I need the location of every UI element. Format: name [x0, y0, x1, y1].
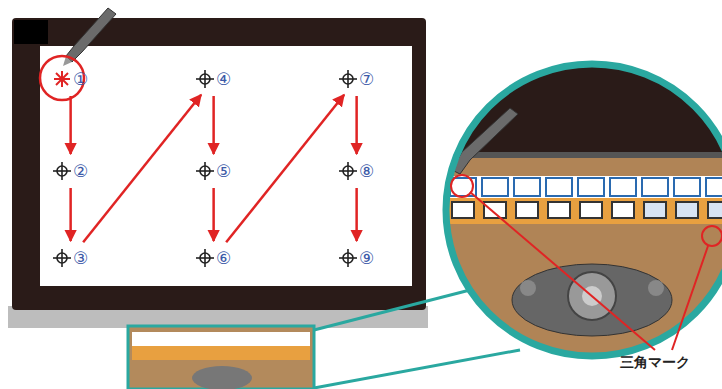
calibration-target: ⑧: [336, 160, 377, 182]
leader-line: [672, 246, 708, 350]
target-number: ④: [216, 71, 231, 88]
crosshair: [53, 70, 71, 88]
crosshair: [53, 249, 71, 267]
crosshair: [53, 162, 71, 180]
crosshair: [339, 249, 357, 267]
order-arrow: [226, 95, 344, 243]
crosshair: [339, 162, 357, 180]
calibration-target: ⑨: [336, 247, 377, 269]
order-arrow: [355, 188, 358, 241]
target-number: ⑧: [359, 163, 374, 180]
callout-label: 三角マーク: [620, 354, 690, 372]
zoom-line: [314, 290, 470, 330]
target-number: ⑤: [216, 163, 231, 180]
calibration-target: ⑥: [193, 247, 234, 269]
target-number: ⑨: [359, 250, 374, 267]
order-arrow: [355, 96, 358, 154]
zoom-line: [314, 350, 520, 388]
target-number: ③: [73, 250, 88, 267]
crosshair: [196, 70, 214, 88]
order-arrow: [69, 96, 72, 154]
toolbar-inset: [128, 326, 314, 389]
frame-corner: [14, 20, 48, 44]
calibration-target: ⑤: [193, 160, 234, 182]
order-arrow: [212, 188, 215, 241]
target-number: ②: [73, 163, 88, 180]
calibration-target: ④: [193, 68, 234, 90]
target-number: ⑥: [216, 250, 231, 267]
crosshair: [196, 249, 214, 267]
crosshair: [196, 162, 214, 180]
order-arrow: [212, 96, 215, 154]
calibration-target: ①: [50, 68, 91, 90]
magnified-view: [440, 60, 722, 360]
calibration-target: ③: [50, 247, 91, 269]
magnifier-ring: [446, 64, 722, 356]
calibration-target: ⑦: [336, 68, 377, 90]
target-number: ①: [73, 71, 88, 88]
tablet-screen: [40, 46, 412, 286]
order-arrow: [69, 188, 72, 241]
target-number: ⑦: [359, 71, 374, 88]
crosshair: [339, 70, 357, 88]
calibration-target: ②: [50, 160, 91, 182]
tablet-frame: [12, 18, 426, 310]
order-arrow: [83, 95, 201, 243]
leader-line: [470, 192, 655, 350]
